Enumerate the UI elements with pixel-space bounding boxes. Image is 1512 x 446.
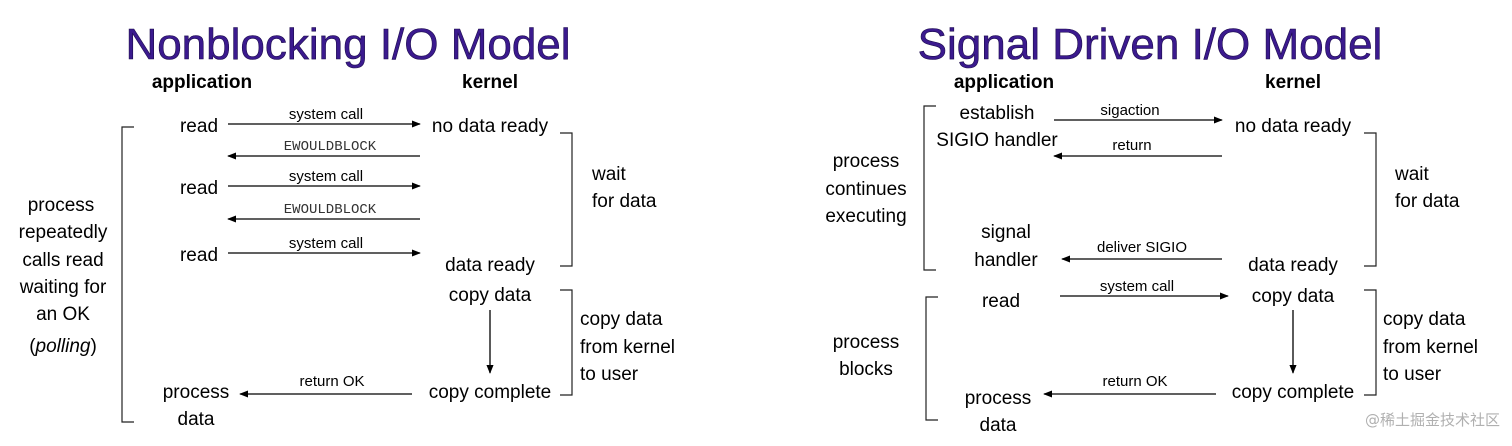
system-call-label-1: system call bbox=[289, 106, 363, 123]
data-ready-label: data ready bbox=[1248, 255, 1338, 276]
copy-kernel-label-1: copy data bbox=[1383, 309, 1466, 330]
continues-line-1: process bbox=[833, 151, 900, 172]
signal-handler-line-1: signal bbox=[981, 222, 1031, 243]
sigaction-label: sigaction bbox=[1100, 102, 1159, 119]
signal-driven-io-panel: Signal Driven I/O Model application kern… bbox=[825, 20, 1478, 436]
establish-line-1: establish bbox=[960, 103, 1035, 124]
process-data-line-2: data bbox=[980, 415, 1017, 436]
read-label-1: read bbox=[180, 116, 218, 137]
side-note-1: process bbox=[28, 195, 95, 216]
ewouldblock-label-1: EWOULDBLOCK bbox=[284, 139, 377, 155]
application-header: application bbox=[954, 72, 1054, 93]
polling-note: (polling) bbox=[29, 336, 97, 357]
continues-line-3: executing bbox=[825, 206, 906, 227]
wait-label-1: wait bbox=[591, 164, 627, 185]
copy-kernel-label-2: from kernel bbox=[1383, 337, 1478, 358]
side-note-4: waiting for bbox=[19, 277, 107, 298]
establish-line-2: SIGIO handler bbox=[936, 130, 1058, 151]
no-data-ready-label: no data ready bbox=[1235, 116, 1352, 137]
return-label: return bbox=[1112, 137, 1151, 154]
wait-bracket bbox=[1364, 132, 1377, 267]
kernel-header: kernel bbox=[1265, 72, 1321, 93]
watermark: @稀土掘金技术社区 bbox=[1365, 411, 1500, 429]
system-call-label-3: system call bbox=[289, 235, 363, 252]
return-ok-label: return OK bbox=[299, 373, 364, 390]
copy-data-label: copy data bbox=[449, 285, 532, 306]
continues-line-2: continues bbox=[825, 179, 906, 200]
side-note-3: calls read bbox=[22, 250, 103, 271]
application-header: application bbox=[152, 72, 252, 93]
system-call-label: system call bbox=[1100, 278, 1174, 295]
wait-bracket bbox=[560, 132, 573, 267]
return-ok-label: return OK bbox=[1102, 373, 1167, 390]
copy-data-label: copy data bbox=[1252, 286, 1335, 307]
polling-bracket bbox=[121, 126, 134, 423]
copy-bracket bbox=[560, 289, 573, 396]
read-label: read bbox=[982, 291, 1020, 312]
blocks-line-1: process bbox=[833, 332, 900, 353]
side-note-5: an OK bbox=[36, 304, 90, 325]
read-label-2: read bbox=[180, 178, 218, 199]
copy-bracket bbox=[1364, 289, 1377, 396]
signal-driven-title: Signal Driven I/O Model bbox=[918, 20, 1383, 69]
continues-bracket bbox=[923, 105, 936, 271]
copy-kernel-label-1: copy data bbox=[580, 309, 663, 330]
blocks-line-2: blocks bbox=[839, 359, 893, 380]
ewouldblock-label-2: EWOULDBLOCK bbox=[284, 202, 377, 218]
nonblocking-title: Nonblocking I/O Model bbox=[125, 20, 570, 69]
read-label-3: read bbox=[180, 245, 218, 266]
system-call-label-2: system call bbox=[289, 168, 363, 185]
process-data-line-2: data bbox=[178, 409, 215, 430]
wait-label-2: for data bbox=[592, 191, 657, 212]
wait-label-1: wait bbox=[1394, 164, 1430, 185]
blocks-bracket bbox=[925, 296, 938, 421]
wait-label-2: for data bbox=[1395, 191, 1460, 212]
side-note-2: repeatedly bbox=[19, 222, 108, 243]
copy-kernel-label-3: to user bbox=[1383, 364, 1442, 385]
deliver-sigio-label: deliver SIGIO bbox=[1097, 239, 1187, 256]
signal-handler-line-2: handler bbox=[974, 250, 1038, 271]
nonblocking-io-panel: Nonblocking I/O Model application kernel… bbox=[19, 20, 675, 430]
copy-complete-label: copy complete bbox=[1232, 382, 1355, 403]
data-ready-label: data ready bbox=[445, 255, 535, 276]
copy-kernel-label-2: from kernel bbox=[580, 337, 675, 358]
process-data-line-1: process bbox=[163, 382, 230, 403]
process-data-line-1: process bbox=[965, 388, 1032, 409]
kernel-header: kernel bbox=[462, 72, 518, 93]
copy-kernel-label-3: to user bbox=[580, 364, 639, 385]
copy-complete-label: copy complete bbox=[429, 382, 552, 403]
no-data-ready-label: no data ready bbox=[432, 116, 549, 137]
